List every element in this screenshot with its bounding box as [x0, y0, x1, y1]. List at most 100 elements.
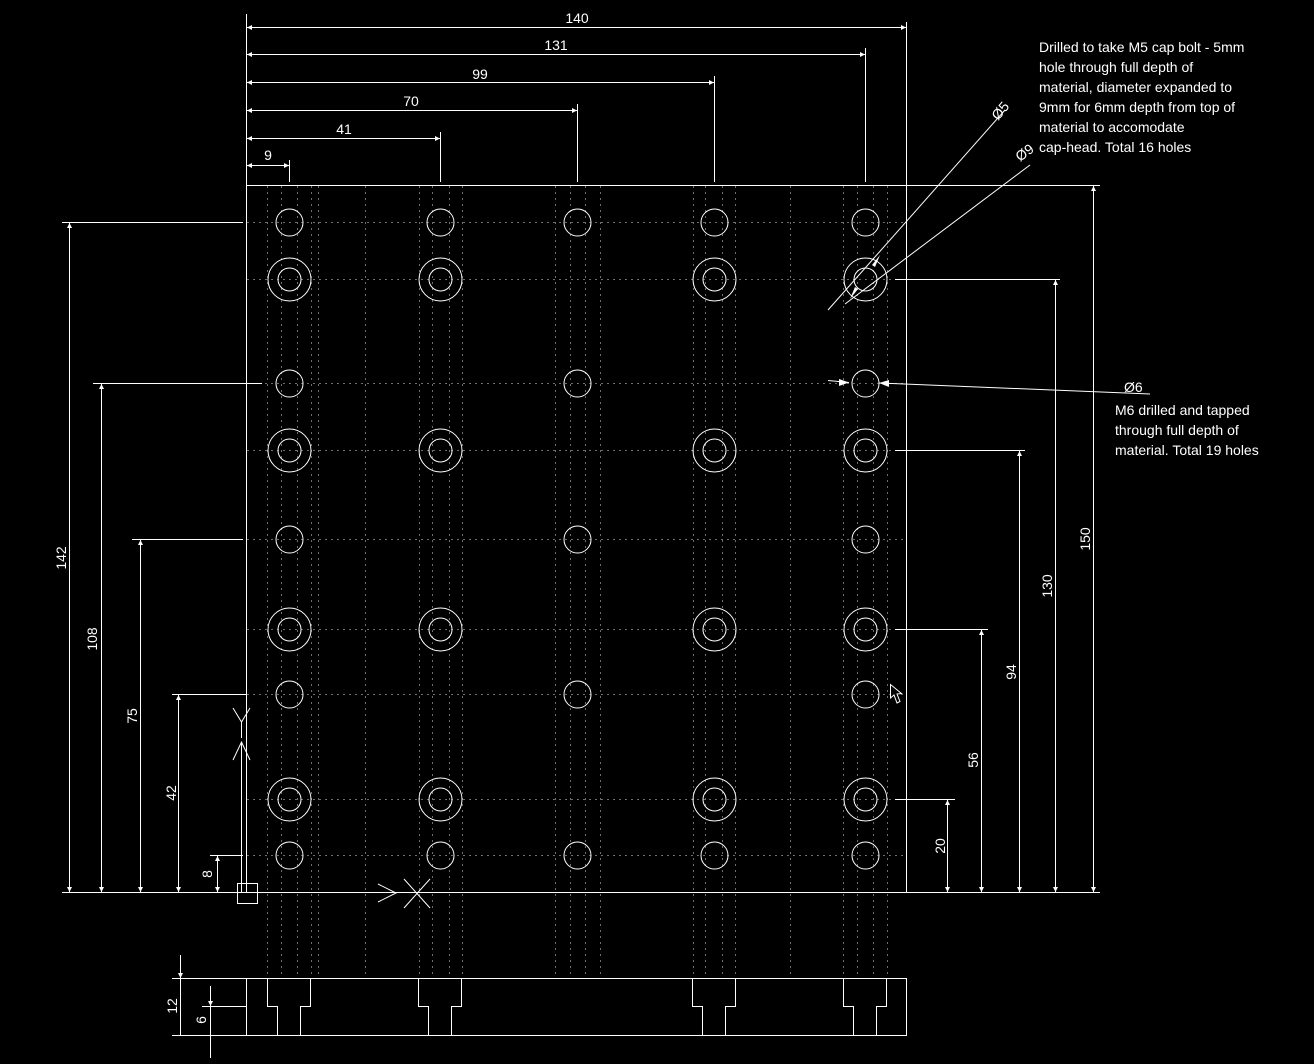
- counterbore-inner: [702, 438, 727, 463]
- counterbore-outer: [267, 257, 312, 302]
- mouse-cursor-icon: [890, 683, 903, 704]
- side-bore-profile: [418, 978, 462, 1035]
- tapped-note-line-3: material. Total 19 holes: [1115, 442, 1259, 458]
- arrow-dia5-b: [872, 255, 880, 267]
- tapped-hole: [275, 525, 304, 554]
- counterbore-inner: [428, 438, 453, 463]
- tapped-hole: [563, 680, 592, 709]
- tapped-hole: [275, 208, 304, 237]
- top-dimensions: 140 131 99 70 41 9: [246, 10, 907, 185]
- tapped-holes-m6: [275, 208, 880, 870]
- ucs-origin-box: [237, 883, 258, 904]
- counterbore-outer: [267, 607, 312, 652]
- counterbore-outer: [692, 257, 737, 302]
- counterbore-outer: [418, 777, 463, 822]
- counterbore-inner: [277, 617, 302, 642]
- tapped-hole: [275, 841, 304, 870]
- callout-dia5-label: Ø5: [988, 98, 1012, 123]
- dim-label-41: 41: [336, 121, 352, 137]
- cap-bolt-note-line-6: cap-head. Total 16 holes: [1039, 139, 1191, 155]
- tapped-hole: [851, 841, 880, 870]
- callout-cap-bolt: Ø5 Ø9 Drilled to take M5 cap bolt - 5mm …: [827, 39, 1244, 311]
- counterbored-holes-m5: [267, 257, 888, 822]
- tapped-hole: [563, 369, 592, 398]
- counterbore-inner: [702, 617, 727, 642]
- counterbore-outer: [843, 257, 888, 302]
- leader-tapped-right: [878, 382, 1151, 395]
- counterbore-outer: [692, 607, 737, 652]
- counterbore-outer: [692, 777, 737, 822]
- counterbore-inner: [853, 438, 878, 463]
- dim-label-150: 150: [1077, 527, 1093, 551]
- tapped-hole: [275, 680, 304, 709]
- tapped-hole: [426, 208, 455, 237]
- counterbore-outer: [843, 607, 888, 652]
- callout-dia9-label: Ø9: [1012, 140, 1037, 164]
- counterbore-inner: [428, 617, 453, 642]
- callout-tapped: Ø6 M6 drilled and tapped through full de…: [827, 379, 1259, 458]
- dim-label-130: 130: [1039, 574, 1055, 598]
- cap-bolt-note-line-1: Drilled to take M5 cap bolt - 5mm: [1039, 39, 1244, 55]
- leader-line-dia5: [827, 109, 1006, 311]
- counterbore-inner: [428, 787, 453, 812]
- arrow-tapped-left: [839, 379, 849, 386]
- counterbore-inner: [277, 787, 302, 812]
- tapped-hole: [563, 525, 592, 554]
- counterbore-outer: [267, 428, 312, 473]
- dim-label-94: 94: [1003, 664, 1019, 680]
- arrow-tapped-right: [879, 380, 889, 387]
- tapped-hole: [426, 841, 455, 870]
- dim-label-140: 140: [565, 10, 589, 26]
- dim-label-12: 12: [164, 998, 180, 1014]
- counterbore-outer: [267, 777, 312, 822]
- counterbore-outer: [843, 777, 888, 822]
- counterbore-inner: [277, 438, 302, 463]
- tapped-note-line-2: through full depth of: [1115, 422, 1239, 438]
- ucs-y-letter: [232, 707, 251, 738]
- callout-dia6-label: Ø6: [1124, 379, 1143, 395]
- counterbore-inner: [428, 267, 453, 292]
- dim-label-99: 99: [472, 66, 488, 82]
- counterbore-inner: [702, 267, 727, 292]
- dim-label-108: 108: [84, 627, 100, 651]
- counterbore-outer: [418, 257, 463, 302]
- ucs-x-letter: [403, 878, 431, 909]
- counterbore-inner: [853, 787, 878, 812]
- tapped-note-line-1: M6 drilled and tapped: [1115, 402, 1250, 418]
- right-dimensions: 150 130 94 56 20: [895, 185, 1100, 893]
- plate-outline: [246, 185, 907, 893]
- dim-label-20: 20: [932, 838, 948, 854]
- tapped-hole: [563, 208, 592, 237]
- side-view: 12 6: [164, 955, 907, 1058]
- side-bore-profile: [843, 978, 887, 1035]
- tapped-hole: [700, 208, 729, 237]
- counterbore-outer: [418, 607, 463, 652]
- dim-label-131: 131: [544, 37, 568, 53]
- tapped-hole: [851, 680, 880, 709]
- arrow-dia5-a: [850, 287, 858, 299]
- side-view-outline: [246, 978, 907, 1036]
- tapped-hole: [700, 841, 729, 870]
- hidden-construction-lines: [247, 186, 906, 978]
- dim-label-42: 42: [163, 785, 179, 801]
- dim-label-6: 6: [193, 1016, 209, 1024]
- counterbore-outer: [843, 428, 888, 473]
- dim-label-75: 75: [124, 708, 140, 724]
- leader-line-dia9: [844, 164, 1031, 305]
- ucs-x-arrow: [377, 883, 398, 903]
- tapped-hole: [275, 369, 304, 398]
- ucs-icon: [232, 707, 431, 909]
- cap-bolt-note-line-5: material to accomodate: [1039, 119, 1185, 135]
- dim-label-70: 70: [403, 93, 419, 109]
- left-dimensions: 142 108 75 42 8: [53, 222, 262, 893]
- cap-bolt-note-line-2: hole through full depth of: [1039, 59, 1193, 75]
- tapped-hole: [851, 525, 880, 554]
- side-bore-profile: [692, 978, 736, 1035]
- tapped-hole: [563, 841, 592, 870]
- counterbore-outer: [692, 428, 737, 473]
- ucs-y-arrow: [232, 740, 251, 761]
- side-view-bores: [267, 978, 887, 1035]
- cap-bolt-note-line-4: 9mm for 6mm depth from top of: [1039, 99, 1235, 115]
- counterbore-inner: [277, 267, 302, 292]
